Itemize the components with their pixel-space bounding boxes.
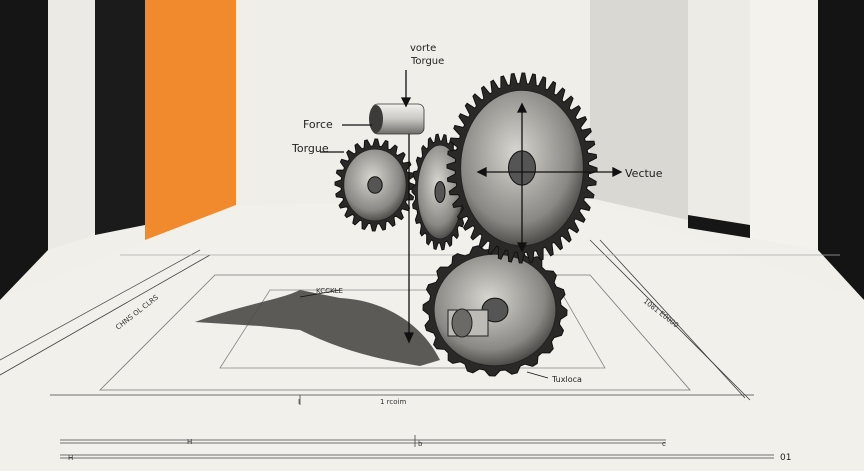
force-cylinder	[369, 103, 425, 135]
floor-mark-2: 1 rcoim	[380, 398, 406, 406]
right-wall-dark	[818, 0, 864, 300]
scale-1-end: c	[662, 440, 666, 448]
arrow-down-icon	[400, 97, 412, 108]
scale-2-end: 01	[780, 453, 791, 463]
label-torque: Torgue	[291, 142, 329, 155]
label-top-torque: Torgue	[410, 56, 444, 67]
arrow-left-icon	[476, 166, 487, 178]
label-force: Force	[303, 118, 333, 131]
bottom-gear-hub	[447, 308, 489, 338]
orange-panel	[145, 0, 236, 240]
right-panel-grey	[590, 0, 688, 220]
right-panel-light	[750, 0, 818, 250]
left-panel-dark	[95, 0, 145, 235]
floor	[0, 200, 864, 471]
force-arrows	[299, 70, 623, 379]
arrow-down-icon	[403, 332, 415, 344]
arrow-right-icon	[612, 166, 623, 178]
scale-2-start: H	[68, 454, 73, 462]
label-vector: Vectue	[625, 167, 663, 180]
arrow-up-icon	[516, 102, 528, 113]
label-shadow-note: KCCKLE	[316, 287, 343, 295]
bottom-gear	[422, 243, 568, 377]
floor-mark-1: I	[298, 398, 300, 406]
label-vorte: vorte	[410, 43, 436, 54]
small-gear	[334, 138, 416, 232]
left-wall-dark	[0, 0, 48, 300]
gear-shadow	[195, 290, 440, 366]
scale-1-start: H	[187, 438, 192, 446]
scale-1-mid: b	[418, 440, 423, 448]
right-baseboard	[688, 215, 750, 238]
right-panel	[688, 0, 750, 225]
label-bottom-gear: Tuxloca	[551, 375, 582, 384]
left-panel	[48, 0, 95, 250]
arrow-down-icon	[516, 242, 528, 253]
